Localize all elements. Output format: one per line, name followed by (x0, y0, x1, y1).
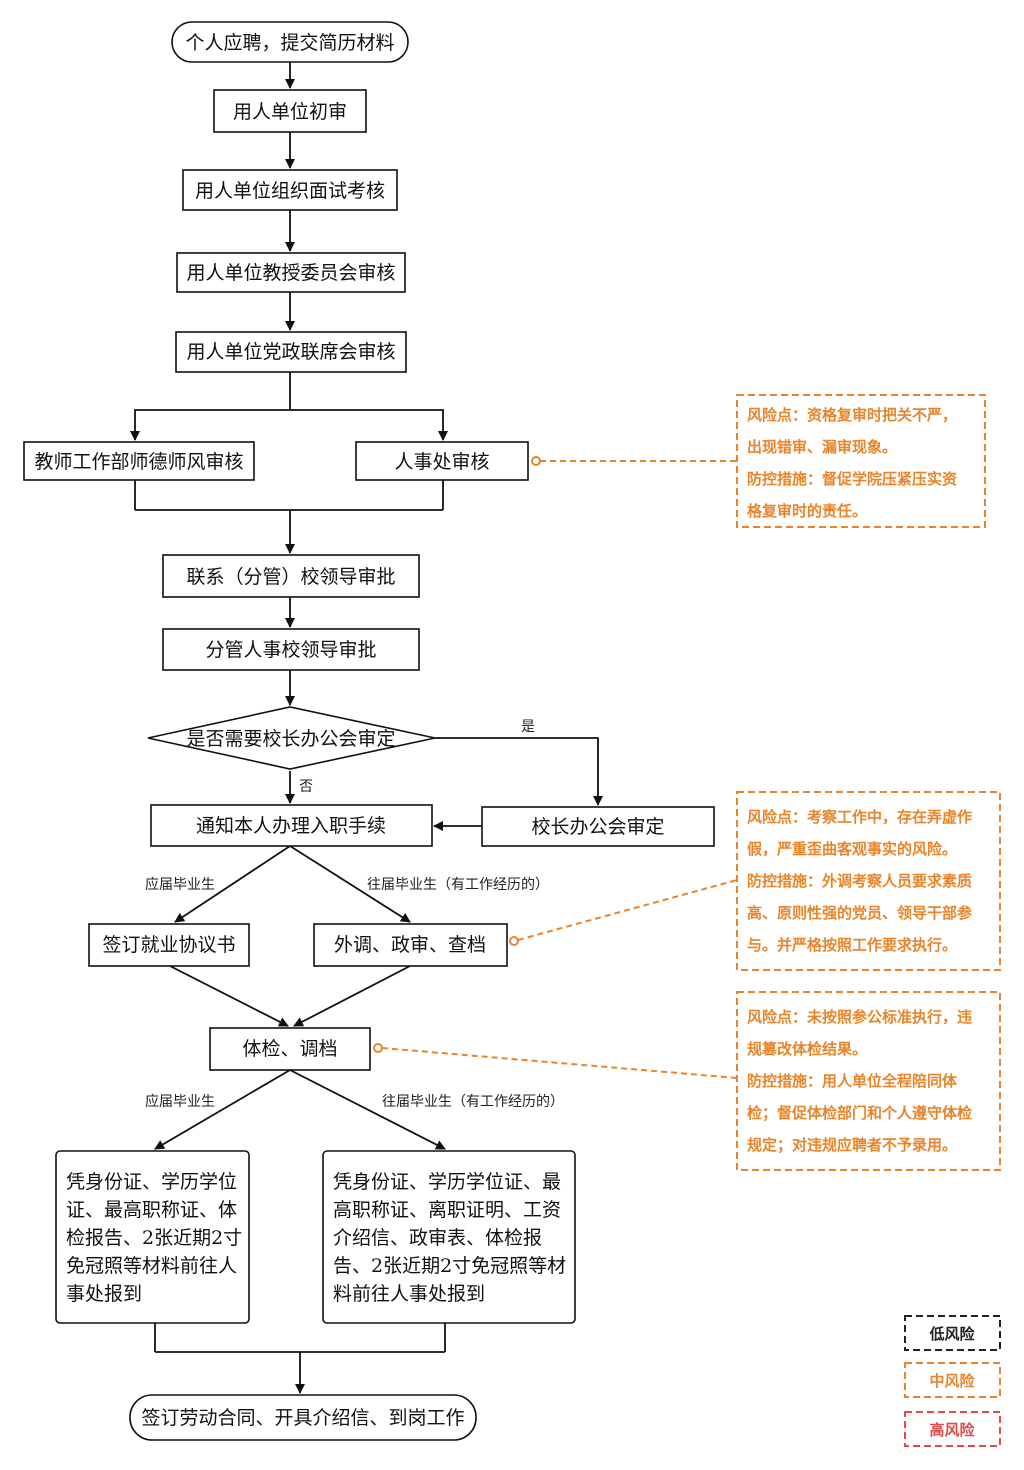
edge-sign-exam (169, 965, 289, 1027)
edge-labels: 是 否 应届毕业生 往届毕业生（有工作经历的） 应届毕业生 往届毕业生（有工作经… (145, 719, 564, 1110)
edge-exam-fresh (154, 1069, 291, 1150)
risk-link-transfer (517, 879, 738, 941)
fresh-docs-line-1: 凭身份证、学历学位 (66, 1171, 237, 1193)
risk-exam-line-1: 风险点：未按照参公标准执行，违 (747, 1008, 972, 1026)
risk-hr-line-2: 出现错审、漏审现象。 (747, 438, 897, 456)
experienced-docs-line-4: 告、2张近期2寸免冠照等材 (333, 1255, 566, 1277)
risk-exam-line-5: 规定；对违规应聘者不予录用。 (747, 1136, 957, 1154)
node-teacher-ethics: 教师工作部师德师风审核 (23, 441, 255, 481)
fresh-docs-line-5: 事处报到 (66, 1283, 142, 1305)
risk-transfer-line-4: 高、原则性强的党员、领导干部参 (747, 904, 973, 922)
edge-notify-sign (174, 845, 291, 923)
risk-hr-line-4: 格复审时的责任。 (747, 502, 867, 520)
label-experienced-1: 往届毕业生（有工作经历的） (367, 877, 549, 893)
node-initial-review: 用人单位初审 (213, 89, 367, 133)
risk-note-physical-exam: 风险点：未按照参公标准执行，违 规篡改体检结果。 防控措施：用人单位全程陪同体 … (736, 991, 1001, 1171)
risk-anchor-transfer (509, 936, 519, 946)
risk-exam-line-2: 规篡改体检结果。 (747, 1040, 867, 1058)
node-hr-leader: 分管人事校领导审批 (162, 628, 420, 671)
edge-notify-transfer (289, 845, 411, 923)
label-no: 否 (299, 779, 313, 795)
node-contact-leader-label: 联系（分管）校领导审批 (186, 566, 395, 588)
node-professor-committee-label: 用人单位教授委员会审核 (186, 262, 395, 284)
experienced-docs-line-3: 介绍信、政审表、体检报 (333, 1227, 542, 1249)
node-end-label: 签订劳动合同、开具介绍信、到岗工作 (141, 1407, 464, 1429)
risk-link-exam (381, 1047, 738, 1079)
risk-hr-line-3: 防控措施：督促学院压紧压实资 (747, 470, 957, 488)
node-president-meeting-label: 校长办公会审定 (531, 816, 664, 838)
risk-exam-line-4: 检；督促体检部门和个人遵守体检 (747, 1104, 972, 1122)
experienced-docs-line-2: 高职称证、离职证明、工资 (333, 1199, 561, 1221)
node-notify-label: 通知本人办理入职手续 (196, 815, 386, 837)
node-decision: 是否需要校长办公会审定 (147, 706, 436, 770)
node-president-meeting: 校长办公会审定 (481, 806, 715, 847)
edge-decision-yes (435, 737, 603, 806)
node-start: 个人应聘，提交简历材料 (171, 21, 409, 63)
node-fresh-grad-docs: 凭身份证、学历学位 证、最高职称证、体 检报告、2张近期2寸 免冠照等材料前往人… (55, 1150, 250, 1324)
fresh-docs-line-4: 免冠照等材料前往人 (66, 1255, 237, 1277)
experienced-docs-line-5: 料前往人事处报到 (333, 1283, 485, 1305)
risk-note-hr-review: 风险点：资格复审时把关不严， 出现错审、漏审现象。 防控措施：督促学院压紧压实资… (736, 394, 986, 528)
node-party-joint-meeting: 用人单位党政联席会审核 (175, 331, 407, 373)
node-transfer-check-label: 外调、政审、查档 (334, 934, 486, 956)
experienced-docs-line-1: 凭身份证、学历学位证、最 (333, 1171, 561, 1193)
risk-exam-line-3: 防控措施：用人单位全程陪同体 (747, 1072, 958, 1090)
edge-party-hr (290, 409, 448, 441)
node-interview: 用人单位组织面试考核 (182, 169, 398, 211)
risk-connectors (373, 456, 738, 1079)
node-end: 签订劳动合同、开具介绍信、到岗工作 (129, 1394, 477, 1441)
node-sign-agreement-label: 签订就业协议书 (102, 934, 235, 956)
fresh-docs-line-3: 检报告、2张近期2寸 (66, 1227, 242, 1249)
node-physical-exam: 体检、调档 (209, 1027, 371, 1071)
node-contact-leader: 联系（分管）校领导审批 (162, 554, 420, 598)
legend-medium: 中风险 (904, 1362, 1001, 1398)
node-experienced-docs: 凭身份证、学历学位证、最 高职称证、离职证明、工资 介绍信、政审表、体检报 告、… (322, 1150, 576, 1324)
legend-medium-label: 中风险 (929, 1372, 975, 1390)
label-fresh-grad-1: 应届毕业生 (145, 876, 215, 893)
node-teacher-ethics-label: 教师工作部师德师风审核 (34, 451, 243, 473)
risk-anchor-hr (531, 456, 541, 466)
node-start-label: 个人应聘，提交简历材料 (185, 32, 394, 54)
node-transfer-check: 外调、政审、查档 (313, 923, 508, 967)
node-hr-review-label: 人事处审核 (394, 451, 489, 473)
risk-transfer-line-2: 假，严重歪曲客观事实的风险。 (747, 840, 957, 858)
label-experienced-2: 往届毕业生（有工作经历的） (382, 1094, 564, 1110)
node-hr-leader-label: 分管人事校领导审批 (205, 639, 376, 661)
fresh-docs-line-2: 证、最高职称证、体 (66, 1199, 237, 1221)
risk-note-transfer-check: 风险点：考察工作中，存在弄虚作 假，严重歪曲客观事实的风险。 防控措施：外调考察… (736, 791, 1001, 971)
risk-anchor-exam (373, 1043, 383, 1053)
risk-transfer-line-3: 防控措施：外调考察人员要求素质 (747, 872, 972, 890)
node-physical-exam-label: 体检、调档 (242, 1038, 337, 1060)
edge-exam-experienced (289, 1069, 446, 1150)
edge-party-ethics (130, 372, 291, 441)
node-decision-label: 是否需要校长办公会审定 (186, 728, 395, 750)
label-fresh-grad-2: 应届毕业生 (145, 1093, 215, 1110)
node-hr-review: 人事处审核 (355, 441, 529, 481)
connectors (130, 62, 603, 1394)
legend-high-label: 高风险 (929, 1421, 975, 1439)
risk-transfer-line-5: 与。并严格按照工作要求执行。 (747, 936, 957, 954)
node-notify: 通知本人办理入职手续 (150, 804, 433, 847)
risk-transfer-line-1: 风险点：考察工作中，存在弄虚作 (747, 808, 972, 826)
node-interview-label: 用人单位组织面试考核 (195, 180, 385, 202)
label-yes: 是 (521, 719, 535, 735)
legend: 低风险 中风险 高风险 (904, 1315, 1001, 1447)
node-party-joint-meeting-label: 用人单位党政联席会审核 (186, 341, 395, 363)
legend-low: 低风险 (904, 1315, 1001, 1351)
legend-low-label: 低风险 (928, 1325, 975, 1343)
node-initial-review-label: 用人单位初审 (233, 101, 347, 123)
edge-transfer-exam (293, 965, 411, 1027)
node-professor-committee: 用人单位教授委员会审核 (176, 252, 406, 293)
node-sign-agreement: 签订就业协议书 (88, 923, 250, 967)
legend-high: 高风险 (904, 1411, 1001, 1447)
risk-hr-line-1: 风险点：资格复审时把关不严， (747, 406, 957, 424)
